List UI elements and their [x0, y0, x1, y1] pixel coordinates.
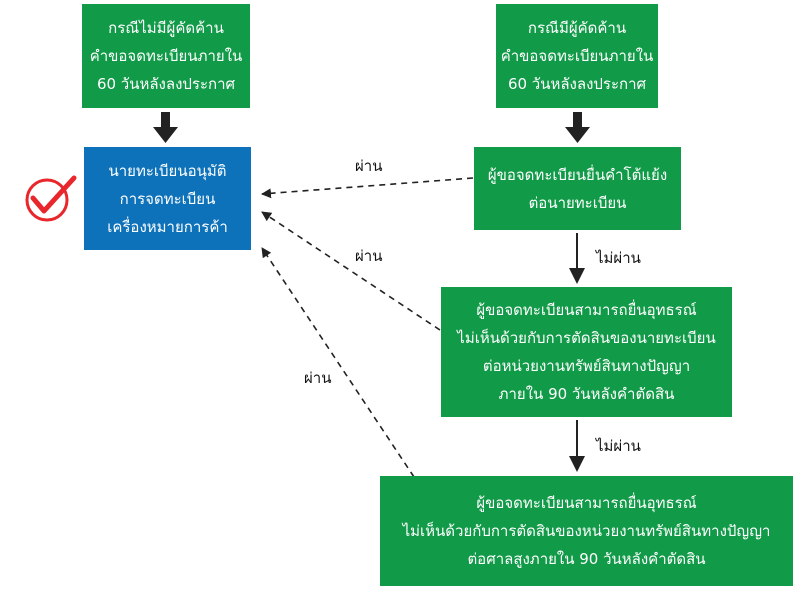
box-line: กรณีไม่มีผู้คัดค้าน	[108, 19, 224, 37]
box-line: 60 วันหลังลงประกาศ	[96, 75, 236, 93]
counter-statement-box: ผู้ขอจดทะเบียนยื่นคำโต้แย้ง ต่อนายทะเบีย…	[474, 147, 681, 230]
box-line: นายทะเบียนอนุมัติ	[108, 161, 227, 180]
solid-arrow-right	[565, 112, 590, 143]
check-icon	[25, 175, 77, 222]
fail-arrow-2	[569, 420, 585, 472]
box-line: ไม่เห็นด้วยกับการตัดสินของนายทะเบียน	[457, 329, 716, 347]
box-line: ไม่เห็นด้วยกับการตัดสินของหน่วยงานทรัพย์…	[402, 522, 771, 540]
pass-label: ผ่าน	[304, 369, 332, 387]
box-line: การจดทะเบียน	[119, 189, 216, 208]
appeal-board-box: ผู้ขอจดทะเบียนสามารถยื่นอุทธรณ์ ไม่เห็นด…	[441, 287, 732, 417]
box-line: กรณีมีผู้คัดค้าน	[527, 19, 627, 37]
box-line: คำขอจดทะเบียนภายใน	[89, 47, 243, 65]
fail-label: ไม่ผ่าน	[596, 437, 641, 455]
box-line: ต่อหน่วยงานทรัพย์สินทางปัญญา	[482, 357, 691, 375]
approve-box: นายทะเบียนอนุมัติ การจดทะเบียน เครื่องหม…	[84, 147, 251, 250]
appeal-court-box: ผู้ขอจดทะเบียนสามารถยื่นอุทธรณ์ ไม่เห็นด…	[380, 476, 793, 586]
box-line: 60 วันหลังลงประกาศ	[507, 75, 647, 93]
fail-label: ไม่ผ่าน	[596, 249, 641, 267]
box-line: ภายใน 90 วันหลังคำตัดสิน	[498, 385, 675, 403]
objection-box: กรณีมีผู้คัดค้าน คำขอจดทะเบียนภายใน 60 ว…	[496, 4, 658, 108]
pass-dashed-arrow-3	[261, 247, 415, 478]
fail-arrow-1	[569, 233, 585, 284]
pass-dashed-arrow-1	[261, 177, 474, 199]
box-line: ผู้ขอจดทะเบียนสามารถยื่นอุทธรณ์	[476, 301, 697, 319]
box-line: คำขอจดทะเบียนภายใน	[500, 47, 654, 65]
pass-label: ผ่าน	[355, 157, 383, 175]
pass-dashed-arrow-2	[261, 211, 441, 331]
box-line: ต่อนายทะเบียน	[528, 193, 627, 212]
box-line: ผู้ขอจดทะเบียนยื่นคำโต้แย้ง	[487, 165, 668, 184]
pass-label: ผ่าน	[355, 247, 383, 265]
box-line: ผู้ขอจดทะเบียนสามารถยื่นอุทธรณ์	[476, 494, 697, 512]
box-line: ต่อศาลสูงภายใน 90 วันหลังคำตัดสิน	[467, 550, 706, 568]
no-objection-box: กรณีไม่มีผู้คัดค้าน คำขอจดทะเบียนภายใน 6…	[82, 4, 250, 108]
solid-arrow-left	[153, 112, 178, 143]
box-line: เครื่องหมายการค้า	[107, 217, 228, 236]
